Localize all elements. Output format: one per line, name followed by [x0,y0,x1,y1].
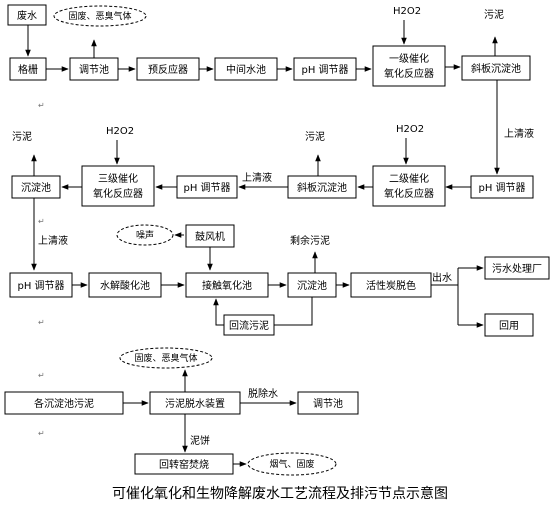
paragraph-mark: ↵ [38,318,45,327]
supernatant-label-1: 上清液 [504,127,534,140]
catalytic-oxidation-3-line1: 三级催化 [98,172,138,185]
contact-oxidation-box [185,272,269,298]
solid-odor-label-1: 固废、恶臭气体 [68,10,131,22]
paragraph-mark: ↵ [38,371,45,380]
activated-carbon-label: 活性炭脱色 [366,279,416,292]
ph-regulator-3-label: pH 调节器 [183,182,230,194]
regulating-tank-2-label: 调节池 [313,397,343,410]
diagram-title: 可催化氧化和生物降解废水工艺流程及排污节点示意图 [112,485,448,502]
activated-carbon-box [350,272,432,298]
return-sludge-box [223,314,275,336]
inclined-settler-1-label: 斜板沉淀池 [471,62,521,75]
sewage-plant-box [484,256,550,280]
return-sludge-line-right [274,297,313,326]
regulating-tank-1-label: 调节池 [79,63,109,76]
sludge-label-2: 污泥 [12,130,32,143]
return-sludge-line-left [213,298,224,326]
catalytic-oxidation-1-box [372,45,446,87]
pre-reactor-label: 预反应器 [148,63,188,76]
h2o2-label-3: H2O2 [106,126,134,137]
solid-odor-ellipse-1 [53,5,147,27]
h2o2-label-2: H2O2 [396,124,424,135]
intermediate-tank-label: 中间水池 [226,63,266,76]
solid-odor-label-2: 固废、恶臭气体 [134,352,197,364]
sewage-plant-label: 污水处理厂 [492,263,542,275]
rotary-kiln-label: 回转窑焚烧 [159,458,209,471]
wastewater-label: 废水 [17,9,37,22]
return-sludge-label: 回流污泥 [229,319,269,332]
supernatant-label-3: 上清液 [38,234,68,247]
settling-tank-2-label: 沉淀池 [297,279,327,292]
settling-tank-1-box [11,175,61,199]
ph-regulator-2-label: pH 调节器 [478,182,525,194]
inclined-settler-2-label: 斜板沉淀池 [297,181,347,194]
grille-label: 格栅 [18,63,38,76]
noise-label: 噪声 [136,229,154,241]
remaining-sludge-label: 剩余污泥 [290,234,330,247]
smoke-solid-label: 烟气、固废 [269,458,314,470]
catalytic-oxidation-1-line1: 一级催化 [389,52,429,65]
catalytic-oxidation-2-box [372,165,446,207]
catalytic-oxidation-1-line2: 氧化反应器 [384,67,434,80]
hydrolysis-tank-box [88,272,162,298]
contact-oxidation-label: 接触氧化池 [202,279,252,292]
sludge-label-3: 污泥 [305,130,325,143]
settling-tank-2-box [287,272,337,298]
inclined-settler-1-box [461,55,531,81]
sludge-cake-label: 泥饼 [190,434,210,447]
dewatering-label: 污泥脱水装置 [165,397,225,410]
reuse-box [484,313,534,337]
wastewater-box [7,4,47,26]
ph-regulator-4-label: pH 调节器 [17,280,64,292]
solid-odor-ellipse-2 [119,347,213,369]
effluent-label: 出水 [432,271,452,284]
regulating-tank-2-box [297,391,359,415]
paragraph-mark: ↵ [38,217,45,226]
settling-tank-1-label: 沉淀池 [21,181,51,194]
reuse-label: 回用 [499,320,519,332]
noise-ellipse [116,224,174,246]
supernatant-label-2: 上清液 [242,171,272,184]
paragraph-mark: ↵ [38,429,45,438]
settler-sludge-label: 各沉淀池污泥 [34,397,94,410]
catalytic-oxidation-3-box [81,165,155,207]
blower-label: 鼓风机 [195,230,225,243]
ph-regulator-1-label: pH 调节器 [301,64,348,76]
hydrolysis-tank-label: 水解酸化池 [100,279,150,292]
paragraph-mark: ↵ [38,101,45,110]
dewatering-water-label: 脱除水 [248,387,278,400]
catalytic-oxidation-3-line2: 氧化反应器 [93,187,143,200]
smoke-solid-ellipse [247,452,337,476]
catalytic-oxidation-2-line2: 氧化反应器 [384,187,434,200]
catalytic-oxidation-2-line1: 二级催化 [389,172,429,185]
h2o2-label-1: H2O2 [393,6,421,17]
sludge-label-1: 污泥 [484,8,504,21]
